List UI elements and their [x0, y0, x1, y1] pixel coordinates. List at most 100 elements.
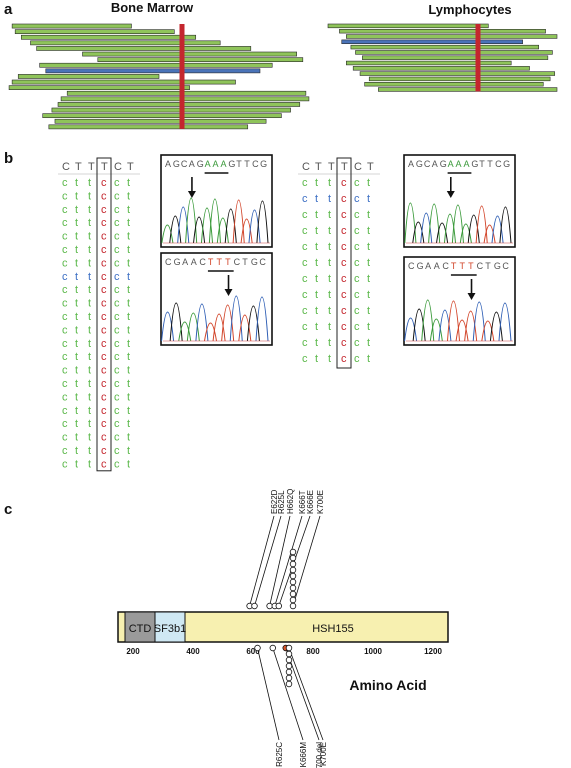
- read-base: t: [88, 391, 91, 403]
- mutation-lollipop: [289, 602, 297, 610]
- sequencing-read: [378, 87, 558, 92]
- trace-peak: [238, 314, 252, 342]
- read-base: t: [328, 305, 331, 317]
- read-base: t: [328, 209, 331, 221]
- domain-label: CTD: [129, 623, 152, 635]
- mutation-stem: [257, 647, 280, 741]
- read-base: t: [315, 193, 318, 205]
- read-base: t: [88, 190, 91, 202]
- sequencing-read: [54, 118, 267, 124]
- read-base: t: [88, 445, 91, 457]
- read-base: t: [127, 418, 130, 430]
- panel-c-letter: c: [4, 501, 12, 518]
- read-base: c: [341, 225, 347, 237]
- chromatogram-base-call: C: [477, 261, 484, 271]
- axis-tick-label: 600: [246, 647, 260, 656]
- domain-label-hsh155: HSH155: [312, 623, 354, 635]
- read-base: c: [302, 193, 308, 205]
- read-base: c: [101, 365, 107, 377]
- reference-base: T: [75, 161, 82, 173]
- sequencing-read: [45, 68, 261, 74]
- mutation-lollipop: [289, 596, 297, 604]
- read-base: c: [101, 298, 107, 310]
- trace-peak: [436, 222, 449, 244]
- read-base: t: [367, 225, 370, 237]
- read-base: t: [315, 353, 318, 365]
- sequencing-read: [48, 124, 249, 130]
- trace-peak: [169, 302, 183, 342]
- read-base: t: [75, 177, 78, 189]
- read-base: t: [75, 445, 78, 457]
- read-base: c: [114, 217, 120, 229]
- read-base: t: [75, 338, 78, 350]
- bone-marrow-read-stack: [8, 23, 310, 130]
- chromatogram-base-call: T: [468, 261, 474, 271]
- chromatogram-base-call: C: [234, 257, 241, 267]
- chromatogram-base-call: G: [471, 159, 478, 169]
- read-base: t: [75, 378, 78, 390]
- amino-acid-axis-label: Amino Acid: [349, 677, 426, 693]
- read-base: t: [75, 204, 78, 216]
- read-base: c: [114, 177, 120, 189]
- trace-peak: [451, 204, 464, 244]
- read-base: c: [62, 338, 68, 350]
- trace-peak: [459, 223, 472, 244]
- read-base: c: [101, 418, 107, 430]
- read-base: c: [341, 177, 347, 189]
- chromatogram-base-call: G: [260, 159, 267, 169]
- read-base: c: [114, 271, 120, 283]
- mutation-stem: [288, 647, 324, 741]
- read-base: c: [302, 209, 308, 221]
- domain-label: SF3b1: [154, 623, 186, 635]
- read-base: c: [101, 432, 107, 444]
- axis-tick-label: 1000: [364, 647, 382, 656]
- trace-peak: [186, 312, 200, 342]
- mutation-label-bottom: 699-700 del: [315, 742, 324, 768]
- mutation-lollipop: [289, 548, 297, 556]
- read-base: c: [62, 351, 68, 363]
- mutation-lollipop: [289, 560, 297, 568]
- variant-column-box: [336, 157, 352, 369]
- trace-peak: [483, 224, 496, 244]
- chromatogram-base-call: C: [252, 159, 259, 169]
- chromatogram-base-call: A: [448, 159, 454, 169]
- chromatogram-base-call: T: [479, 159, 485, 169]
- read-base: c: [101, 324, 107, 336]
- sequencing-read: [30, 40, 221, 46]
- mutation-lollipop: [251, 602, 258, 610]
- sequencing-read: [339, 28, 546, 34]
- read-base: c: [341, 273, 347, 285]
- trace-peak: [240, 218, 253, 244]
- read-base: t: [75, 271, 78, 283]
- read-base: t: [127, 405, 130, 417]
- read-base: t: [127, 257, 130, 269]
- chromatogram-base-call: G: [416, 159, 423, 169]
- sequencing-read: [368, 76, 551, 82]
- read-base: t: [75, 244, 78, 256]
- read-base: t: [367, 193, 370, 205]
- domain-sf3b1: [154, 611, 186, 643]
- sequencing-read: [36, 46, 252, 51]
- mutation-label-top: R625L: [277, 490, 286, 514]
- read-base: c: [101, 257, 107, 269]
- read-base: t: [127, 432, 130, 444]
- bone-marrow-title: Bone Marrow: [111, 0, 194, 15]
- axis-tick-label: 1200: [424, 647, 442, 656]
- read-base: c: [341, 289, 347, 301]
- trace-peak: [193, 216, 206, 244]
- read-base: t: [88, 231, 91, 243]
- mutation-stem: [254, 515, 282, 607]
- read-base: c: [354, 257, 360, 269]
- read-base: c: [101, 204, 107, 216]
- variant-arrowhead: [467, 293, 476, 300]
- read-base: t: [315, 337, 318, 349]
- chromatogram-base-call: T: [236, 159, 242, 169]
- read-base: c: [302, 289, 308, 301]
- read-base: c: [354, 209, 360, 221]
- read-base: t: [315, 257, 318, 269]
- read-base: c: [101, 190, 107, 202]
- variant-column: [475, 24, 481, 92]
- read-base: c: [302, 241, 308, 253]
- trace-peak: [208, 198, 221, 244]
- trace-peak: [464, 310, 478, 342]
